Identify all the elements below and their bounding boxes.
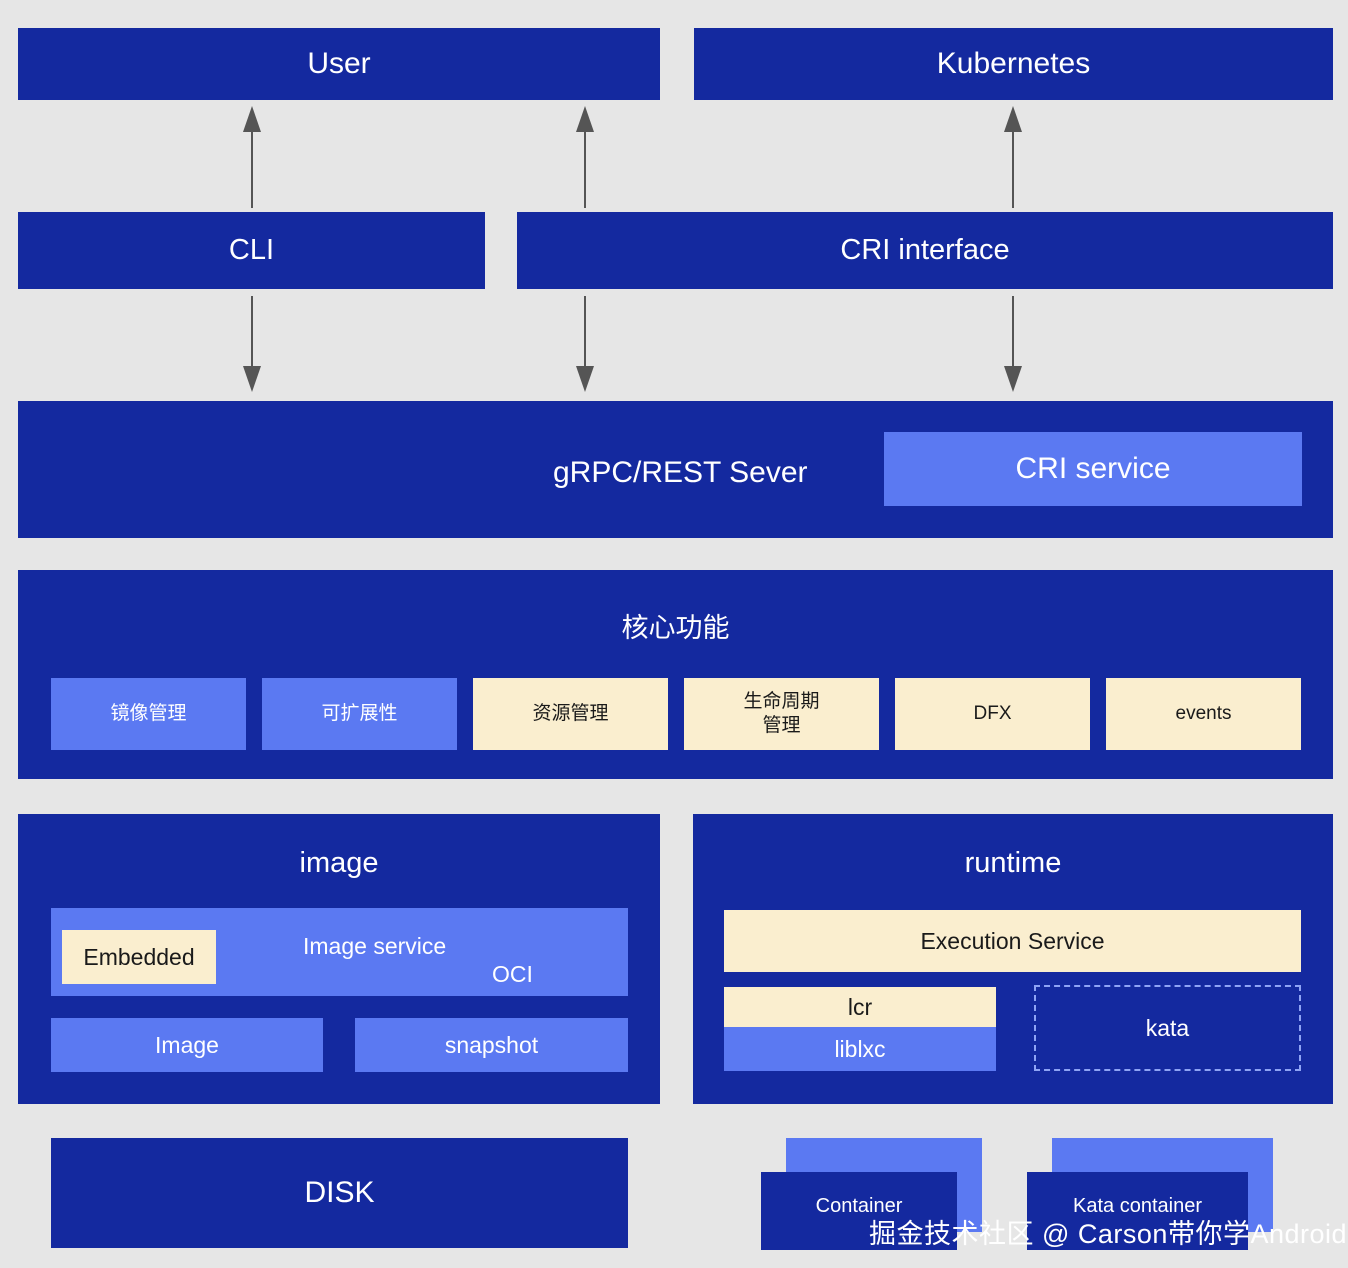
- core-chip-dfx: DFX: [895, 678, 1090, 750]
- node-cri-interface-label: CRI interface: [840, 234, 1010, 267]
- core-chip-extensibility: 可扩展性: [262, 678, 457, 750]
- layer-grpc-rest-server-label: gRPC/REST Sever: [553, 456, 808, 489]
- node-cri-interface: CRI interface: [517, 212, 1333, 289]
- node-image-service-label: Image service: [303, 933, 447, 959]
- node-oci-label: OCI: [492, 961, 533, 987]
- layer-image: image Image service OCI Embedded Image s…: [18, 814, 660, 1104]
- node-snapshot: snapshot: [355, 1018, 628, 1072]
- layer-core-functions: 核心功能 镜像管理 可扩展性 资源管理 生命周期 管理 DFX events: [18, 570, 1333, 779]
- node-execution-service-label: Execution Service: [920, 927, 1105, 954]
- arrow-up-cri-to-kubernetes: [1004, 106, 1022, 208]
- arrow-down-cli-to-server: [243, 296, 261, 392]
- node-snapshot-label: snapshot: [444, 1031, 539, 1058]
- node-embedded-label: Embedded: [83, 943, 195, 970]
- node-cri-service-label: CRI service: [1015, 452, 1171, 486]
- node-user-label: User: [307, 47, 371, 81]
- core-chip-resource-management: 资源管理: [473, 678, 668, 750]
- node-container-label: Container: [815, 1195, 903, 1217]
- node-user: User: [18, 28, 660, 100]
- node-kata-container-label: Kata container: [1073, 1195, 1202, 1217]
- core-chip-dfx-label: DFX: [973, 703, 1012, 725]
- node-container: Container: [761, 1172, 957, 1250]
- node-kata: kata: [1034, 985, 1301, 1071]
- arrow-down-cri-to-server: [576, 296, 594, 392]
- layer-grpc-rest-server: gRPC/REST Sever CRI service: [18, 401, 1333, 538]
- core-chip-lifecycle-management: 生命周期 管理: [684, 678, 879, 750]
- arrow-up-cri-to-user: [576, 106, 594, 208]
- core-chip-image-management: 镜像管理: [51, 678, 246, 750]
- layer-runtime-title: runtime: [964, 847, 1062, 879]
- core-chip-events-label: events: [1175, 703, 1232, 725]
- layer-runtime: runtime Execution Service lcr liblxc kat…: [693, 814, 1333, 1104]
- layer-core-functions-title: 核心功能: [621, 613, 730, 643]
- core-chip-lifecycle-management-label: 生命周期 管理: [743, 691, 820, 736]
- node-image-service: Image service OCI Embedded: [51, 908, 628, 996]
- node-kata-label: kata: [1145, 1014, 1190, 1041]
- core-chip-extensibility-label: 可扩展性: [321, 703, 398, 725]
- node-kubernetes: Kubernetes: [694, 28, 1333, 100]
- watermark: 掘金技术社区 @ Carson带你学Android: [869, 1219, 1348, 1249]
- node-disk: DISK: [51, 1138, 628, 1248]
- node-liblxc-label: liblxc: [834, 1035, 886, 1062]
- core-chip-image-management-label: 镜像管理: [110, 703, 187, 725]
- node-liblxc: liblxc: [724, 1027, 996, 1071]
- arrow-down-cri-to-cri-service: [1004, 296, 1022, 392]
- node-cli-label: CLI: [228, 234, 275, 267]
- core-chip-resource-management-label: 资源管理: [532, 703, 609, 725]
- node-image-label: Image: [155, 1031, 219, 1058]
- node-lcr-label: lcr: [847, 993, 873, 1020]
- core-chip-events: events: [1106, 678, 1301, 750]
- node-lcr: lcr: [724, 987, 996, 1027]
- layer-image-title: image: [299, 847, 379, 879]
- node-kata-container: Kata container: [1027, 1172, 1248, 1250]
- node-disk-label: DISK: [304, 1176, 375, 1210]
- node-execution-service: Execution Service: [724, 910, 1301, 972]
- node-kubernetes-label: Kubernetes: [936, 47, 1091, 81]
- node-embedded: Embedded: [62, 930, 216, 984]
- node-cli: CLI: [18, 212, 485, 289]
- node-image: Image: [51, 1018, 323, 1072]
- node-cri-service: CRI service: [884, 432, 1302, 506]
- arrow-up-cli-to-user: [243, 106, 261, 208]
